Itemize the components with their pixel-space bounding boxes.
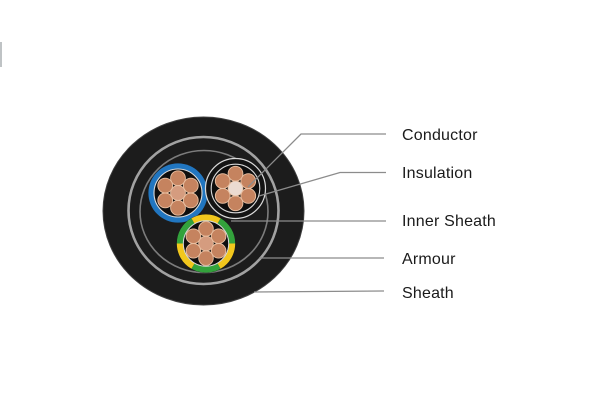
label-insulation: Insulation [402,165,473,182]
copper-strand-center [170,185,186,201]
earth-ring-green-segment [217,218,236,244]
copper-strand [240,188,257,204]
copper-strand [198,250,214,266]
earth-ring-yellow-segment [191,214,221,224]
copper-strand [210,228,227,244]
conductor-strands [157,170,199,216]
label-inner-sheath: Inner Sheath [402,213,497,230]
copper-strand [157,177,174,194]
copper-strand [214,188,231,204]
core-earth [176,214,236,273]
label-armour: Armour [402,251,456,268]
earth-ring-green-segment [176,218,195,244]
earth-ring-yellow-segment [176,243,195,269]
sheath-outer [102,116,305,306]
earth-ring-yellow-segment [217,243,236,269]
core-black [204,157,267,220]
copper-strand-center [198,235,214,252]
earth-insulation-ring [176,214,236,273]
conductor-strands [214,165,257,212]
left-edge-artifact [0,42,2,67]
label-sheath: Sheath [402,285,454,302]
conductor-leader-line [247,133,386,188]
copper-strand [182,192,199,209]
core-blue [148,163,208,223]
copper-strand [214,173,231,189]
copper-strand [240,173,257,189]
sheath-leader-line [253,290,385,293]
copper-strand [182,177,199,194]
copper-strand [227,165,244,182]
armour-ring [127,135,280,286]
leader-lines [231,133,386,293]
copper-strand [227,195,244,212]
copper-strand [170,170,186,187]
insulation-leader-line [258,171,386,197]
copper-strand [185,243,202,259]
copper-strand [185,228,202,244]
copper-strand [198,221,214,237]
copper-strand-center [227,180,244,197]
copper-strand [210,243,227,259]
earth-ring-green-segment [191,263,221,273]
label-conductor: Conductor [402,127,478,144]
copper-strand [157,192,174,209]
conductor-strands [185,221,227,266]
copper-strand [170,199,186,216]
